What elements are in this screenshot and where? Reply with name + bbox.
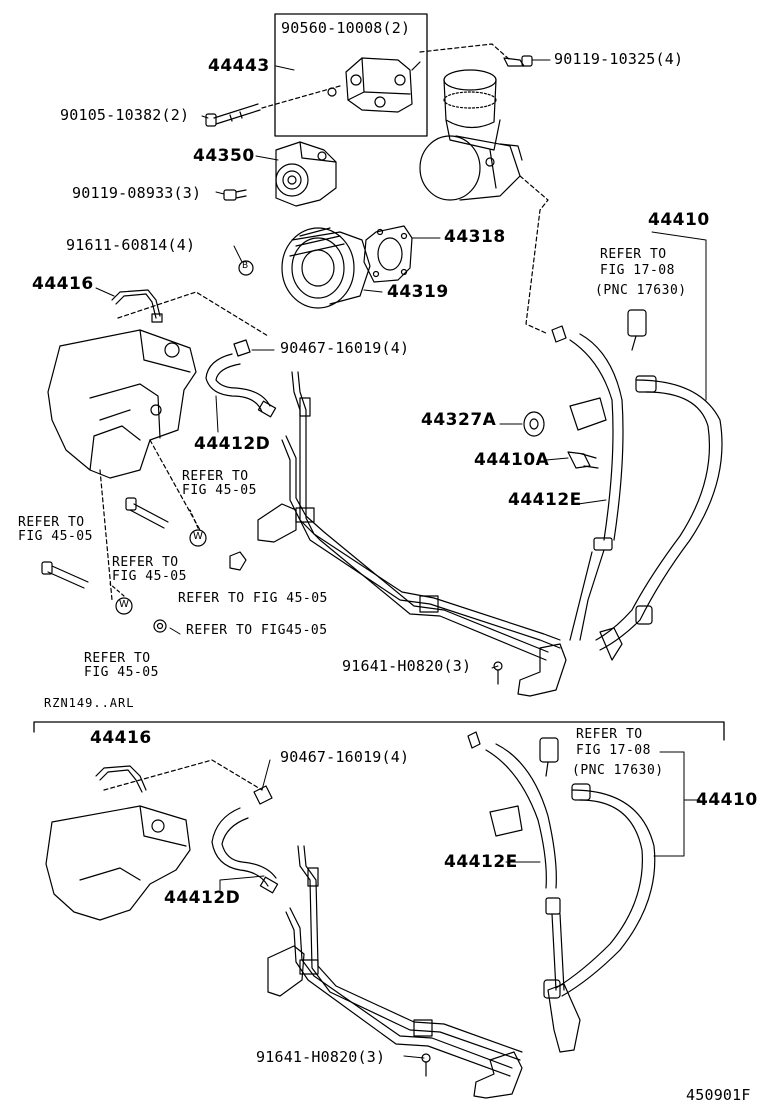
nut-refer-d-shape	[229, 551, 247, 571]
label-variant: RZN149..ARL	[44, 696, 135, 710]
reservoir-leader-dashed	[419, 43, 511, 61]
bolt-90119-08933-shape	[223, 189, 247, 201]
pulley-shape	[281, 227, 371, 309]
line-bracket-lower-shape	[267, 945, 305, 997]
clamp-90467-lower-shape	[253, 785, 273, 805]
tube-44416-lower-shape	[95, 765, 147, 793]
union-bolt-44410a-shape	[567, 451, 599, 469]
label-refer-fig17-l3: (PNC 17630)	[595, 283, 687, 298]
label-refer-fig17-l1: REFER TO	[600, 247, 667, 262]
pressure-switch-upper-shape	[627, 309, 647, 351]
label-bracket: 44443	[208, 56, 270, 76]
label-tube-assy: 44416	[32, 274, 94, 294]
label-lower-supply-hose: 44412E	[444, 852, 518, 872]
label-circle-w1: W	[193, 531, 203, 542]
label-clamps: 90467-16019(4)	[280, 339, 410, 357]
label-bracket-nuts: 91641-H0820(3)	[342, 657, 472, 675]
label-circle-w2: W	[119, 599, 129, 610]
label-lower-return-hose: 44412D	[164, 888, 241, 908]
union-fitting-lower-shape	[489, 805, 523, 837]
label-lower-hose-assy: 44410	[696, 790, 758, 810]
reservoir-shape	[419, 69, 523, 201]
label-refer-fig17-l2: FIG 17-08	[600, 263, 675, 278]
label-pulley-bolts: 91611-60814(4)	[66, 236, 196, 254]
label-refer-c-l1: REFER TO	[112, 555, 179, 570]
label-refer-b-l1: REFER TO	[18, 515, 85, 530]
bottom-bracket-upper-shape	[493, 627, 623, 697]
hose-44410-upper-shape	[595, 375, 723, 651]
circle-w2-marker	[115, 597, 133, 615]
gearbox-lower-shape	[45, 805, 191, 921]
hose-44412e-upper-shape	[569, 333, 624, 641]
reservoir-drop-dashed	[519, 175, 549, 335]
label-lower-tube-assy: 44416	[90, 728, 152, 748]
label-lower-refer-l1: REFER TO	[576, 727, 643, 742]
pressure-switch-lower-shape	[539, 737, 559, 777]
line-bracket-upper-shape	[257, 503, 297, 543]
bolt-90105-shape	[205, 103, 261, 127]
tube-44416-dashed	[117, 291, 269, 337]
label-refer-a-l1: REFER TO	[182, 469, 249, 484]
gearbox-upper-shape	[47, 329, 197, 479]
label-hose-assy: 44410	[648, 210, 710, 230]
clamp-90467-upper-shape	[233, 339, 251, 357]
union-fitting-shape	[551, 325, 607, 431]
pump-shape	[275, 141, 337, 207]
circle-b-marker	[238, 260, 254, 276]
label-grommet: 44327A	[421, 410, 497, 430]
label-bracket-bolts: 90560-10008(2)	[281, 19, 411, 37]
label-refer-a-l2: FIG 45-05	[182, 483, 257, 498]
grommet-44327a-shape	[523, 411, 545, 437]
label-lower-clamps: 90467-16019(4)	[280, 748, 410, 766]
bolt-90119-10325-shape	[503, 55, 533, 67]
label-figure-id: 450901F	[686, 1086, 751, 1104]
flange-shape	[363, 225, 413, 283]
label-reservoir-bolts: 90119-10325(4)	[554, 50, 684, 68]
hose-44412e-lower-shape	[485, 743, 565, 991]
label-bracket-screws: 90105-10382(2)	[60, 106, 190, 124]
label-return-hose: 44412D	[194, 434, 271, 454]
label-pump: 44350	[193, 146, 255, 166]
hose-44410-lower-shape	[543, 783, 656, 999]
label-circle-b: B	[242, 261, 249, 271]
tube-44416-shape	[111, 289, 163, 323]
label-refer-c-l2: FIG 45-05	[112, 569, 187, 584]
label-refer-b-l2: FIG 45-05	[18, 529, 93, 544]
hose-44412d-lower-shape	[211, 807, 279, 894]
label-union-bolt: 44410A	[474, 450, 550, 470]
hose-44412d-upper-shape	[205, 353, 277, 418]
label-refer-d: REFER TO FIG 45-05	[178, 591, 328, 606]
leader-lines	[95, 59, 707, 1059]
label-refer-e: REFER TO FIG45-05	[186, 623, 328, 638]
bolt-refer-a-shape	[125, 497, 169, 529]
hard-lines-upper-shape	[281, 371, 561, 661]
label-pump-bolts: 90119-08933(3)	[72, 184, 202, 202]
label-supply-hose: 44412E	[508, 490, 582, 510]
bolt-refer-b-shape	[41, 561, 89, 589]
hard-lines-lower-shape	[285, 845, 523, 1077]
bottom-bracket-lower-shape	[421, 983, 581, 1099]
circle-w1-marker	[189, 529, 207, 547]
label-refer-f-l1: REFER TO	[84, 651, 151, 666]
label-refer-f-l2: FIG 45-05	[84, 665, 159, 680]
clamp-top-lower-shape	[467, 731, 481, 749]
label-pulley: 44318	[444, 227, 506, 247]
bracket-inset-box	[274, 13, 428, 137]
label-lower-refer-l3: (PNC 17630)	[572, 763, 664, 778]
bracket-shape	[327, 57, 421, 113]
bracket-leader-dashed	[261, 85, 341, 109]
section-divider	[33, 721, 725, 741]
label-pulley-hub: 44319	[387, 282, 449, 302]
gearbox-upper-dashed	[99, 469, 113, 601]
label-lower-refer-l2: FIG 17-08	[576, 743, 651, 758]
nut-refer-e-shape	[153, 619, 167, 633]
label-lower-bracket-nuts: 91641-H0820(3)	[256, 1048, 386, 1066]
